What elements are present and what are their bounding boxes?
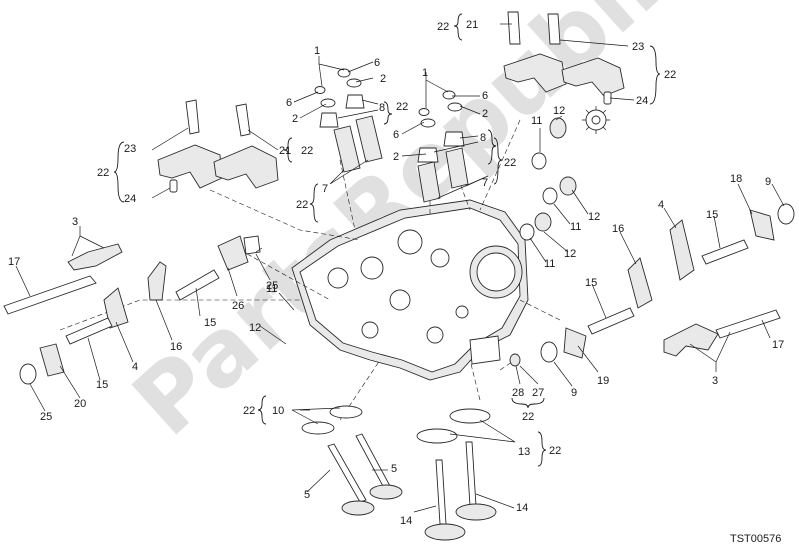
callout-label: 21 xyxy=(279,145,291,157)
callout-label: 27 xyxy=(532,387,544,399)
callout-label: 4 xyxy=(132,361,138,373)
callout-label: 7 xyxy=(482,177,488,189)
callout-label: 17 xyxy=(8,256,20,268)
callout-label: 25 xyxy=(40,411,52,423)
callout-label: 11 xyxy=(531,115,542,127)
callout-labels: 1 6 2 6 2 8 22 1 6 2 6 2 8 23 22 24 21 2… xyxy=(8,19,784,527)
guide-lines xyxy=(59,119,561,421)
valve-spring-kit-left xyxy=(314,68,383,173)
callout-label: 5 xyxy=(304,489,310,501)
callout-label: 22 xyxy=(664,69,676,81)
callout-label: 12 xyxy=(588,211,600,223)
callout-label: 14 xyxy=(516,502,528,514)
callout-label: 22 xyxy=(301,145,313,157)
drawing-code: TST00576 xyxy=(730,533,781,545)
valve-spring-kit-right xyxy=(417,90,469,203)
rocker-group-right xyxy=(509,203,795,367)
callout-label: 10 xyxy=(272,405,284,417)
callout-label: 23 xyxy=(124,143,136,155)
callout-label: 3 xyxy=(72,216,78,228)
braces xyxy=(113,13,661,467)
callout-label: 22 xyxy=(296,199,308,211)
callout-label: 16 xyxy=(612,223,624,235)
callout-label: 11 xyxy=(570,221,581,233)
callout-label: 8 xyxy=(480,132,486,144)
callout-label: 26 xyxy=(232,300,244,312)
callout-label: 25 xyxy=(266,280,278,292)
callout-label: 12 xyxy=(249,322,261,334)
callout-label: 2 xyxy=(380,73,386,85)
callout-label: 22 xyxy=(243,405,255,417)
callout-label: 15 xyxy=(706,209,718,221)
callout-label: 9 xyxy=(571,387,577,399)
callout-label: 6 xyxy=(482,90,488,102)
callout-label: 15 xyxy=(585,277,597,289)
callout-label: 1 xyxy=(422,67,428,79)
callout-label: 12 xyxy=(553,105,565,117)
gear-icon xyxy=(582,106,610,134)
callout-label: 12 xyxy=(564,248,576,260)
callout-label: 18 xyxy=(730,173,742,185)
callout-label: 22 xyxy=(97,167,109,179)
callout-label: 13 xyxy=(518,446,530,458)
callout-label: 22 xyxy=(437,21,449,33)
callout-label: 22 xyxy=(549,445,561,457)
callout-label: 21 xyxy=(466,19,478,31)
callout-label: 6 xyxy=(393,129,399,141)
callout-label: 16 xyxy=(170,341,182,353)
callout-label: 24 xyxy=(124,193,136,205)
callout-label: 5 xyxy=(391,463,397,475)
callout-label: 14 xyxy=(400,515,412,527)
rocker-group-left xyxy=(3,235,261,385)
cam-caps-right xyxy=(503,11,625,105)
callout-label: 11 xyxy=(266,283,277,295)
callout-label: 22 xyxy=(396,101,408,113)
callout-label: 22 xyxy=(522,411,534,423)
valves-and-seats xyxy=(301,405,497,541)
callout-label: 6 xyxy=(374,57,380,69)
callout-label: 9 xyxy=(765,176,771,188)
callout-label: 28 xyxy=(512,387,524,399)
callout-label: 4 xyxy=(658,199,664,211)
callout-label: 3 xyxy=(712,375,718,387)
callout-label: 24 xyxy=(636,95,648,107)
cam-caps-left xyxy=(157,99,279,193)
cylinder-head xyxy=(291,199,529,381)
callout-label: 2 xyxy=(292,113,298,125)
leader-lines xyxy=(15,23,785,513)
callout-label: 8 xyxy=(379,102,385,114)
callout-label: 23 xyxy=(632,41,644,53)
callout-label: 7 xyxy=(322,183,328,195)
callout-label: 15 xyxy=(96,379,108,391)
callout-label: 2 xyxy=(393,151,399,163)
callout-label: 22 xyxy=(504,157,516,169)
callout-label: 19 xyxy=(597,375,609,387)
callout-label: 6 xyxy=(286,97,292,109)
callout-label: 11 xyxy=(544,258,555,270)
callout-label: 15 xyxy=(204,317,216,329)
callout-label: 17 xyxy=(772,339,784,351)
callout-label: 2 xyxy=(482,108,488,120)
seals-and-plugs-upper-right xyxy=(519,117,577,241)
callout-label: 20 xyxy=(74,398,86,410)
callout-label: 1 xyxy=(314,45,320,57)
